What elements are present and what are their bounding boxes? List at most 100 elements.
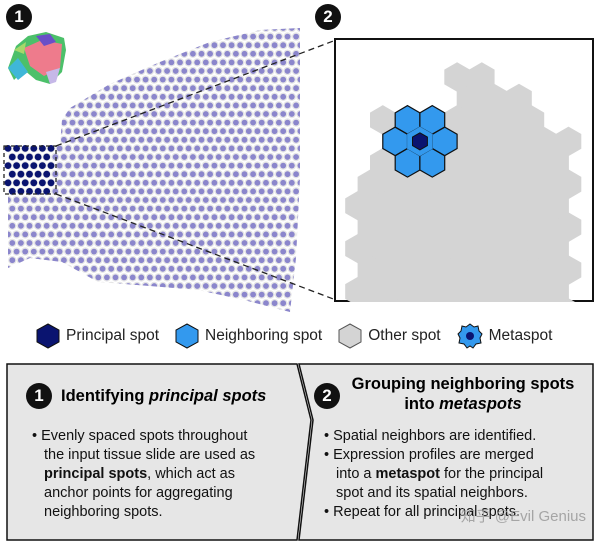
panel2-text: for the principal	[439, 466, 544, 482]
tissue-spot	[237, 179, 244, 186]
tissue-spot	[108, 197, 115, 203]
tissue-spot	[245, 231, 252, 238]
tissue-spot	[224, 188, 231, 195]
panel1-line: the input tissue slide are used as	[44, 447, 256, 463]
tissue-spot	[284, 205, 291, 212]
panel2-bullet2-d: spot and its spatial neighbors.	[336, 485, 528, 501]
tissue-spot	[91, 145, 97, 152]
tissue-spot	[65, 145, 72, 152]
tissue-spot	[181, 119, 188, 126]
tissue-spot	[245, 197, 252, 203]
tissue-spot	[198, 205, 205, 212]
tissue-spot	[134, 93, 140, 100]
tissue-spot	[267, 102, 274, 109]
tissue-spot	[121, 154, 127, 160]
tissue-spot	[258, 136, 265, 143]
tissue-spot	[263, 162, 269, 169]
tissue-spot	[82, 162, 89, 169]
panel2-title-italic: metaspots	[439, 395, 522, 413]
tissue-spot	[198, 136, 205, 143]
panel2-bullet2-b: into a metaspot for the principal	[324, 465, 543, 484]
tissue-spot	[125, 76, 132, 83]
tissue-spot	[190, 222, 196, 229]
tissue-spot	[134, 128, 140, 135]
tissue-spot	[276, 50, 282, 57]
tissue-spot	[138, 119, 145, 126]
tissue-spot	[147, 85, 153, 92]
tissue-spot-halo	[296, 127, 300, 136]
tissue-spot	[112, 154, 119, 160]
tissue-spot	[237, 76, 244, 83]
step-1-badge: 1	[6, 4, 32, 30]
tissue-spot	[263, 111, 269, 117]
tissue-spot	[129, 222, 136, 229]
tissue-spot	[129, 85, 136, 92]
tissue-spot	[211, 42, 218, 49]
legend-neighboring-label: Neighboring spot	[205, 327, 323, 344]
tissue-spot	[168, 214, 175, 221]
tissue-spot	[61, 154, 67, 160]
tissue-spot	[202, 231, 209, 238]
tissue-spot	[108, 231, 115, 238]
tissue-spot	[190, 154, 196, 160]
tissue-spot	[263, 179, 269, 186]
tissue-spot-halo	[296, 195, 300, 205]
tissue-spot	[18, 222, 24, 229]
tissue-spot	[61, 205, 67, 212]
tissue-spot	[147, 119, 153, 126]
tissue-spot	[194, 162, 201, 169]
tissue-spot	[233, 222, 239, 229]
tissue-spot	[99, 231, 106, 238]
tissue-spot	[125, 128, 132, 135]
tissue-spot	[82, 231, 89, 238]
tissue-spot	[258, 222, 265, 229]
tissue-spot	[86, 154, 93, 160]
tissue-spot	[190, 102, 196, 109]
tissue-spot	[297, 59, 300, 66]
tissue-spot	[65, 162, 72, 169]
tissue-spot	[142, 231, 149, 238]
tissue-spot	[271, 197, 278, 203]
tissue-spot	[151, 76, 158, 83]
tissue-spot	[147, 68, 153, 74]
tissue-spot	[215, 136, 222, 143]
tissue-spot	[134, 76, 140, 83]
tissue-spot	[142, 145, 149, 152]
tissue-spot	[228, 231, 235, 238]
tissue-spot	[159, 179, 166, 186]
tissue-spot	[267, 205, 274, 212]
tissue-spot	[185, 145, 192, 152]
tissue-spot	[250, 50, 256, 57]
tissue-spot	[207, 240, 214, 246]
tissue-spot	[215, 171, 222, 178]
tissue-spot	[190, 136, 196, 143]
tissue-spot	[198, 240, 205, 246]
tissue-spot	[267, 119, 274, 126]
tissue-spot	[224, 68, 231, 74]
tissue-spot	[293, 188, 299, 195]
tissue-spot	[172, 222, 179, 229]
tissue-spot	[241, 171, 248, 178]
tissue-spot	[121, 102, 127, 109]
tissue-spot	[108, 145, 115, 152]
tissue-spot	[52, 171, 59, 178]
tissue-spot	[104, 136, 110, 143]
tissue-spot	[35, 240, 41, 246]
tissue-spot	[177, 128, 183, 135]
tissue-spot	[151, 214, 158, 221]
tissue-spot	[293, 205, 299, 212]
tissue-spot	[271, 162, 278, 169]
tissue-spot	[288, 179, 295, 186]
tissue-spot	[95, 171, 102, 178]
tissue-spot	[142, 93, 149, 100]
tissue-spot	[220, 179, 226, 186]
tissue-spot	[181, 102, 188, 109]
tissue-spot	[237, 145, 244, 152]
tissue-spot	[202, 93, 209, 100]
tissue-spot	[99, 162, 106, 169]
tissue-spot-halo	[296, 144, 300, 153]
tissue-spot	[112, 171, 119, 178]
tissue-spot	[147, 205, 153, 212]
tissue-spot	[185, 59, 192, 66]
tissue-spot	[241, 205, 248, 212]
